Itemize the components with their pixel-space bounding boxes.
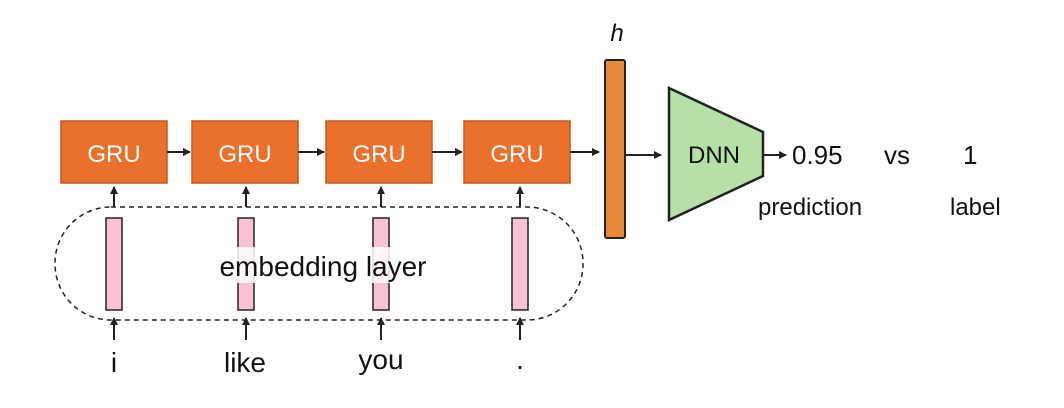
- gru-box-4: [463, 120, 571, 184]
- dnn-label: DNN: [688, 142, 740, 169]
- embedding-layer-label: embedding layer: [219, 251, 426, 282]
- embedding-vector-4: [511, 217, 529, 311]
- gru-label-2: GRU: [218, 141, 271, 168]
- prediction-value: 0.95: [792, 140, 843, 170]
- embedding-layer-boundary: [54, 206, 584, 321]
- gru-label-3: GRU: [352, 141, 405, 168]
- token-4: .: [516, 344, 524, 375]
- embedding-vector-1: [105, 217, 123, 311]
- hidden-state-label: h: [610, 20, 623, 47]
- prediction-caption: prediction: [758, 194, 862, 221]
- label-value: 1: [963, 140, 977, 170]
- vs-label: vs: [884, 140, 910, 170]
- hidden-state-bar: [604, 59, 626, 239]
- gru-label-1: GRU: [87, 141, 140, 168]
- dnn-block: [667, 86, 765, 222]
- label-caption: label: [950, 194, 1001, 221]
- embedding-label-backing: [198, 247, 450, 283]
- gru-label-4: GRU: [490, 141, 543, 168]
- token-3: you: [358, 344, 403, 375]
- token-2: like: [224, 347, 266, 378]
- gru-box-1: [60, 120, 168, 184]
- token-1: i: [111, 347, 117, 378]
